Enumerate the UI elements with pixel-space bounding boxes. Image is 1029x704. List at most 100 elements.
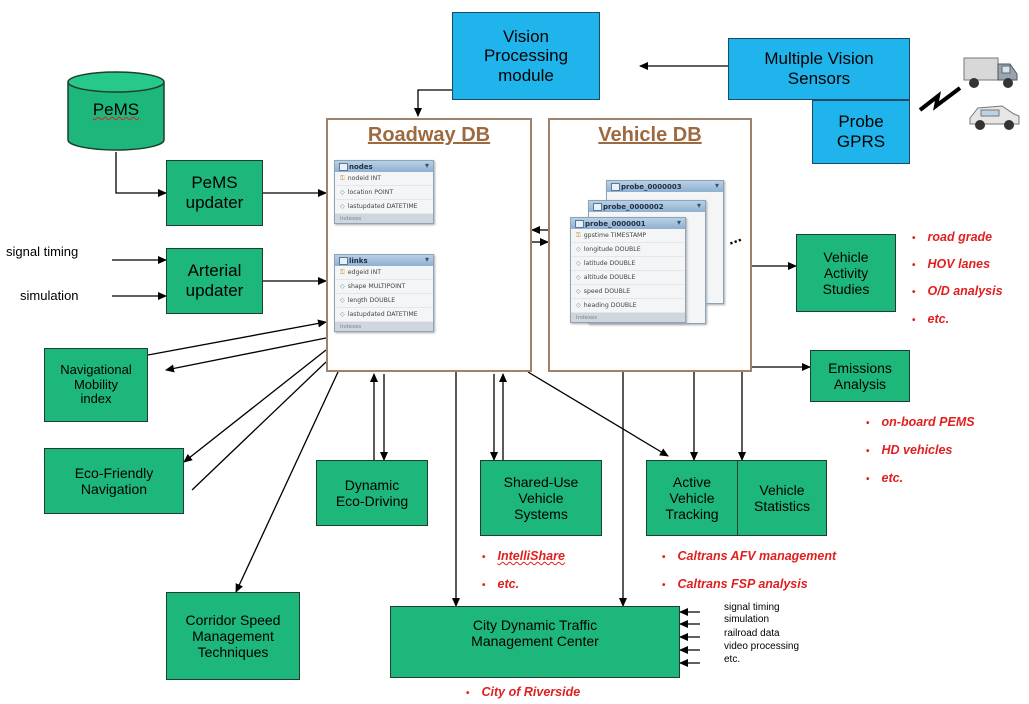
tmc-input-etc: etc. xyxy=(724,654,741,665)
diamond-icon: ◇ xyxy=(340,297,345,304)
table-row: ◇speed DOUBLE xyxy=(571,285,685,299)
vehicle-statistics-label: Vehicle Statistics xyxy=(753,481,810,514)
column-name: longitude DOUBLE xyxy=(583,246,641,253)
key-icon: ⚿ xyxy=(340,174,345,182)
wireless-signal-icon xyxy=(918,86,962,112)
note-onboard-pems: •on-board PEMS xyxy=(866,415,975,429)
corridor-speed-management: Corridor Speed Management Techniques xyxy=(166,592,300,680)
note-text: Caltrans AFV management xyxy=(677,549,837,563)
tmc-input-simulation: simulation xyxy=(724,614,770,625)
column-name: heading DOUBLE xyxy=(583,302,637,309)
key-icon: ⚿ xyxy=(576,231,581,239)
note-text: HOV lanes xyxy=(927,257,991,271)
table-row: ◇lastupdated DATETIME xyxy=(335,308,433,322)
vision-processing-label: Vision Processing module xyxy=(483,26,569,85)
diamond-icon: ◇ xyxy=(340,283,345,290)
note-text: etc. xyxy=(881,471,904,485)
active-tracking-label: Active Vehicle Tracking xyxy=(665,473,719,523)
column-name: latitude DOUBLE xyxy=(583,260,636,267)
truck-icon xyxy=(963,57,1018,88)
table-row: ◇latitude DOUBLE xyxy=(571,257,685,271)
vehicle-db-panel: Vehicle DB probe_0000003 probe_0000002 p… xyxy=(548,118,752,372)
probe-indexes: Indexes xyxy=(571,313,685,322)
nodes-indexes: Indexes xyxy=(335,214,433,223)
diamond-icon: ◇ xyxy=(340,189,345,196)
table-row: ⚿edgeid INT xyxy=(335,266,433,280)
column-name: altitude DOUBLE xyxy=(583,274,636,281)
diamond-icon: ◇ xyxy=(576,274,581,281)
column-name: nodeid INT xyxy=(347,175,382,182)
diamond-icon: ◇ xyxy=(576,288,581,295)
arterial-updater-label: Arterial updater xyxy=(185,261,244,300)
corridor-speed-label: Corridor Speed Management Techniques xyxy=(185,611,281,661)
diamond-icon: ◇ xyxy=(340,203,345,210)
note-text: HD vehicles xyxy=(881,443,953,457)
probe-table-1-name: probe_0000001 xyxy=(571,218,685,229)
pems-updater: PeMS updater xyxy=(166,160,263,226)
vehicle-statistics: Vehicle Statistics xyxy=(737,460,827,536)
multiple-vision-sensors: Multiple Vision Sensors xyxy=(728,38,910,100)
diamond-icon: ◇ xyxy=(576,302,581,309)
note-text: road grade xyxy=(927,230,993,244)
more-tables-ellipsis: ... xyxy=(725,228,744,249)
table-row: ◇lastupdated DATETIME xyxy=(335,200,433,214)
probe-table-2-name: probe_0000002 xyxy=(589,201,705,212)
note-text: City of Riverside xyxy=(481,685,581,699)
table-row: ⚿nodeid INT xyxy=(335,172,433,186)
car-icon xyxy=(969,105,1020,130)
probe-table-1: probe_0000001 ⚿gpstime TIMESTAMP ◇longit… xyxy=(570,217,686,323)
column-name: shape MULTIPOINT xyxy=(347,283,406,290)
eco-friendly-navigation: Eco-Friendly Navigation xyxy=(44,448,184,514)
note-activity-etc: •etc. xyxy=(912,312,950,326)
key-icon: ⚿ xyxy=(340,268,345,276)
column-name: speed DOUBLE xyxy=(583,288,631,295)
eco-friendly-navigation-label: Eco-Friendly Navigation xyxy=(74,464,154,497)
roadway-db-title: Roadway DB xyxy=(367,124,491,146)
column-name: edgeid INT xyxy=(347,269,382,276)
note-city-of-riverside: •City of Riverside xyxy=(466,685,581,699)
probe-gprs: Probe GPRS xyxy=(812,100,910,164)
arterial-updater: Arterial updater xyxy=(166,248,263,314)
tmc-input-signal-timing: signal timing xyxy=(724,602,780,613)
column-name: gpstime TIMESTAMP xyxy=(583,232,647,239)
table-row: ⚿gpstime TIMESTAMP xyxy=(571,229,685,243)
multiple-vision-sensors-label: Multiple Vision Sensors xyxy=(764,49,874,88)
note-text: etc. xyxy=(497,577,520,591)
vision-processing-module: Vision Processing module xyxy=(452,12,600,100)
vehicle-db-title: Vehicle DB xyxy=(598,124,702,146)
diamond-icon: ◇ xyxy=(576,246,581,253)
note-shared-etc: •etc. xyxy=(482,577,520,591)
note-hov-lanes: •HOV lanes xyxy=(912,257,991,271)
active-vehicle-tracking: Active Vehicle Tracking xyxy=(646,460,738,536)
note-emissions-etc: •etc. xyxy=(866,471,904,485)
note-text: IntelliShare xyxy=(497,549,565,563)
table-row: ◇length DOUBLE xyxy=(335,294,433,308)
input-signal-timing: signal timing xyxy=(6,244,79,259)
input-simulation: simulation xyxy=(20,288,79,303)
database-cylinder-icon xyxy=(67,71,165,151)
dynamic-eco-driving: Dynamic Eco-Driving xyxy=(316,460,428,526)
note-road-grade: •road grade xyxy=(912,230,993,244)
column-name: length DOUBLE xyxy=(347,297,396,304)
links-table-name: links xyxy=(335,255,433,266)
column-name: lastupdated DATETIME xyxy=(347,311,418,318)
note-od-analysis: •O/D analysis xyxy=(912,284,1003,298)
note-text: O/D analysis xyxy=(927,284,1003,298)
shared-use-vehicle-systems: Shared-Use Vehicle Systems xyxy=(480,460,602,536)
table-row: ◇location POINT xyxy=(335,186,433,200)
nodes-table-name: nodes xyxy=(335,161,433,172)
dynamic-eco-driving-label: Dynamic Eco-Driving xyxy=(335,476,409,509)
shared-use-label: Shared-Use Vehicle Systems xyxy=(503,473,579,523)
emissions-analysis: Emissions Analysis xyxy=(810,350,910,402)
probe-gprs-label: Probe GPRS xyxy=(836,112,886,151)
city-dynamic-traffic-management-center: City Dynamic Traffic Management Center xyxy=(390,606,680,678)
note-intellishare: •IntelliShare xyxy=(482,549,565,563)
navigational-mobility-index: Navigational Mobility index xyxy=(44,348,148,422)
note-text: etc. xyxy=(927,312,950,326)
links-table: links ⚿edgeid INT ◇shape MULTIPOINT ◇len… xyxy=(334,254,434,332)
note-caltrans-fsp: •Caltrans FSP analysis xyxy=(662,577,808,591)
emissions-analysis-label: Emissions Analysis xyxy=(828,359,892,392)
table-row: ◇altitude DOUBLE xyxy=(571,271,685,285)
diamond-icon: ◇ xyxy=(576,260,581,267)
column-name: location POINT xyxy=(347,189,394,196)
